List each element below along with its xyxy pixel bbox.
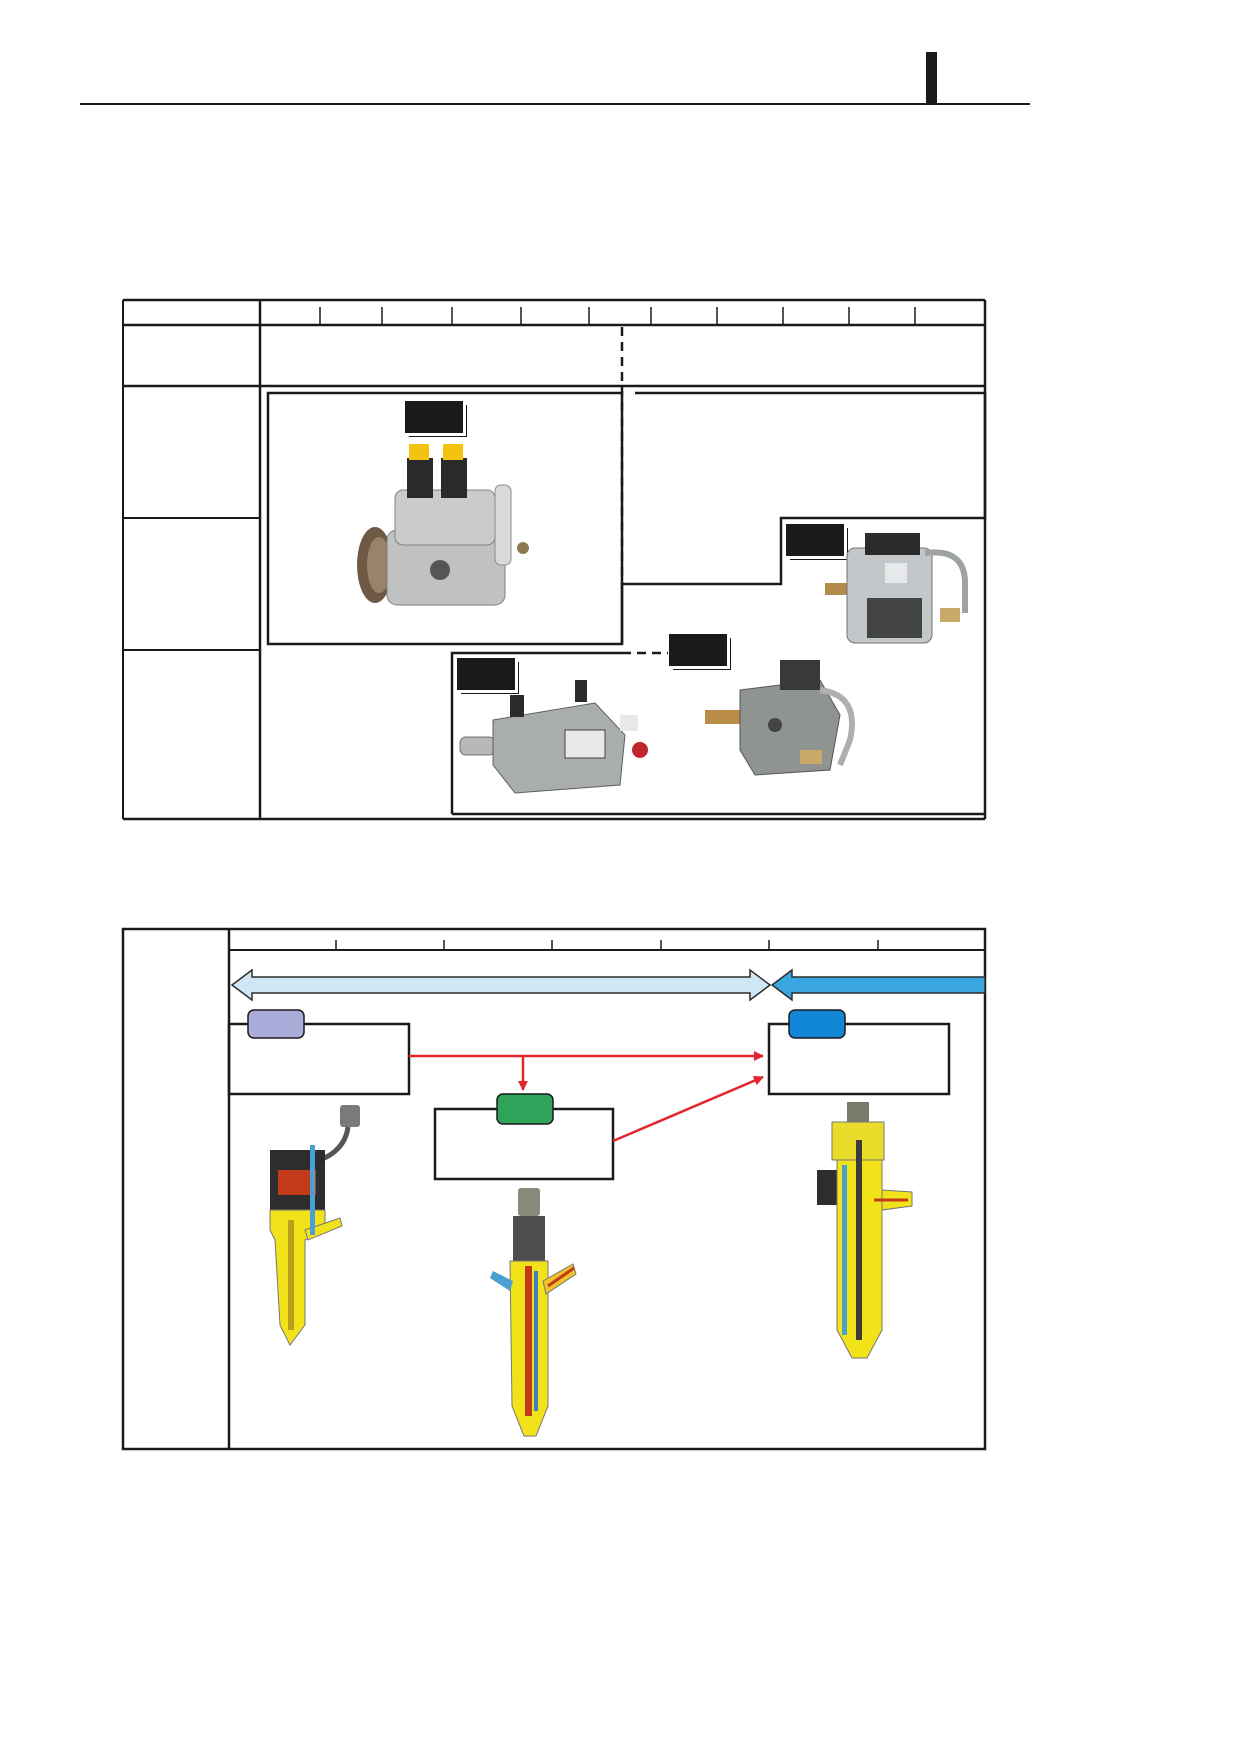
injector-table-frame <box>121 927 987 1451</box>
pump-label-badge-hp0 <box>405 401 463 433</box>
header-rule <box>80 103 1030 105</box>
injector-box-piezo <box>767 1022 951 1096</box>
header-tab-marker <box>926 52 937 105</box>
hp0-region-box <box>266 391 624 646</box>
pump-label-badge-hp3 <box>457 658 515 690</box>
lower-region-outline <box>450 651 622 814</box>
injector-timeline-figure <box>121 927 987 1451</box>
injector-cutaway-icon <box>490 1188 577 1437</box>
year-tick-marks <box>319 307 916 325</box>
fuel-pump-icon <box>825 533 968 644</box>
injector-photo-3 <box>817 1102 913 1359</box>
fuel-pump-icon <box>357 444 529 606</box>
pump-photo-hp4 <box>705 660 855 776</box>
tag-lavender <box>247 1009 305 1039</box>
injector-box-g2 <box>227 1022 411 1096</box>
pump-photo-hp0 <box>357 444 529 606</box>
fuel-pump-icon <box>705 660 855 776</box>
pump-photo-hp2 <box>825 533 968 644</box>
injector-cutaway-icon <box>817 1102 913 1359</box>
tag-green <box>496 1093 554 1125</box>
piezo-era-arrow <box>770 968 986 1002</box>
solenoid-era-arrow <box>230 968 772 1002</box>
pump-table-figure <box>122 298 987 821</box>
pump-label-badge-hp2 <box>786 524 844 556</box>
injector-year-ticks <box>335 940 879 950</box>
injector-photo-2 <box>490 1188 577 1437</box>
injector-cutaway-icon <box>269 1105 360 1346</box>
injector-photo-1 <box>269 1105 360 1346</box>
red-arrow-g3-to-piezo <box>612 1075 764 1143</box>
pump-photo-hp3 <box>459 680 648 794</box>
fuel-pump-icon <box>459 680 648 794</box>
tag-blue <box>788 1009 846 1039</box>
pump-label-badge-hp4 <box>669 634 727 666</box>
hp2-region-outline <box>620 391 987 644</box>
